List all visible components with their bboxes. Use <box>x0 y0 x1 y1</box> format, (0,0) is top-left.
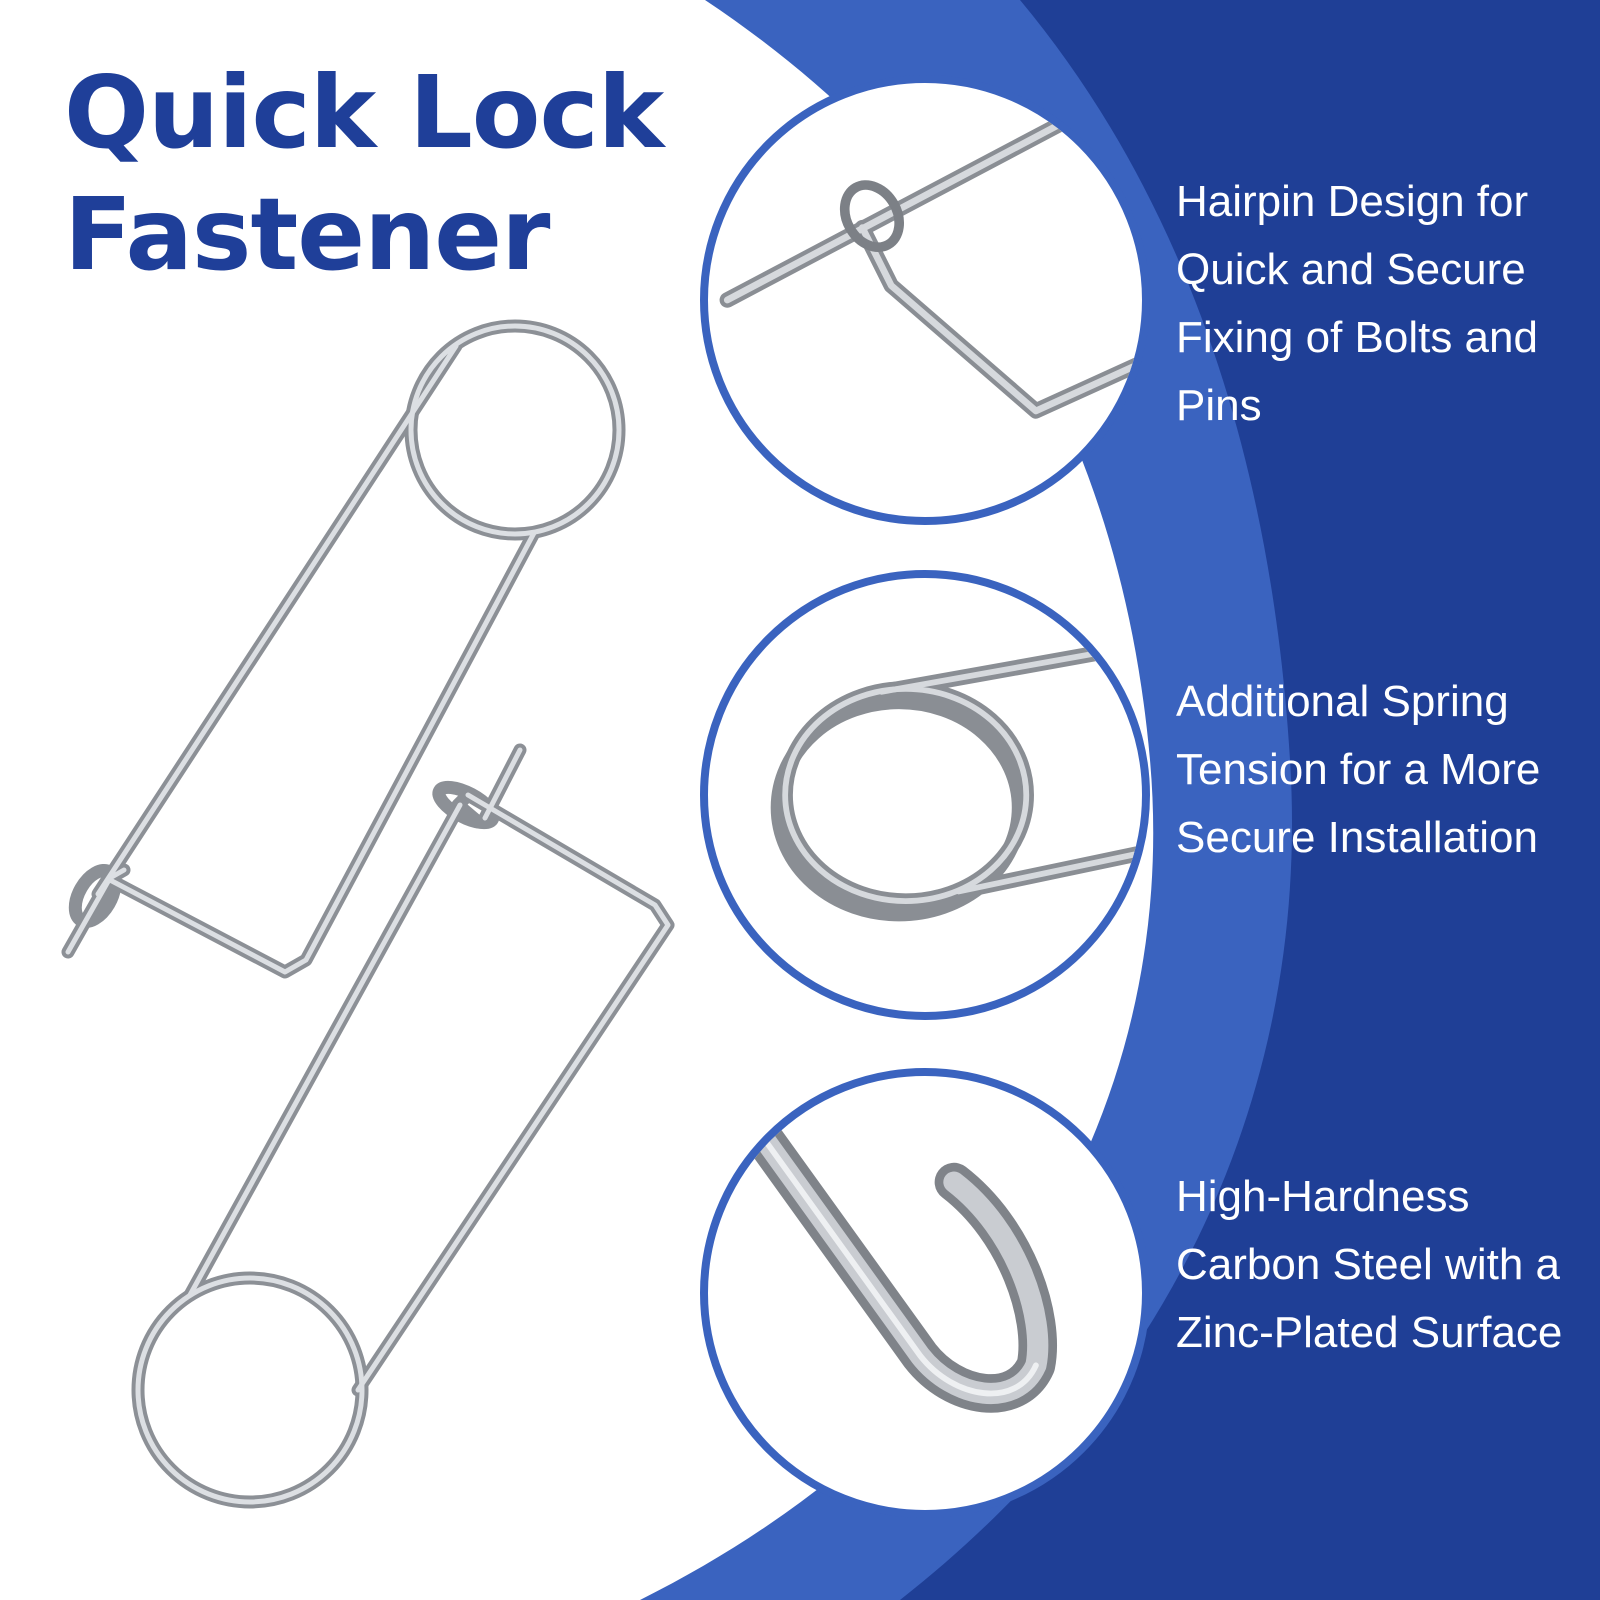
spring-coil-detail-image <box>770 642 1142 922</box>
detail-circle-spring-coil <box>700 570 1150 1020</box>
hook-end-detail-image <box>727 1095 1057 1413</box>
detail-circle-hairpin-lock <box>700 75 1150 525</box>
hairpin-fasteners-illustration <box>61 319 675 1509</box>
feature-text-hairpin: Hairpin Design for Quick and Secure Fixi… <box>1176 177 1538 430</box>
hairpin-lock-detail-image <box>719 113 1142 419</box>
feature-text-spring: Additional Spring Tension for a More Sec… <box>1176 677 1541 862</box>
title-line-1: Quick Lock <box>64 54 664 171</box>
title-line-2: Fastener <box>64 176 550 293</box>
upper-hairpin-pin <box>61 319 626 979</box>
lower-hairpin-pin <box>131 743 675 1509</box>
detail-circle-hook-end <box>700 1068 1150 1518</box>
page-title: Quick Lock Fastener <box>64 52 664 296</box>
feature-text-steel: High-Hardness Carbon Steel with a Zinc-P… <box>1176 1172 1563 1357</box>
